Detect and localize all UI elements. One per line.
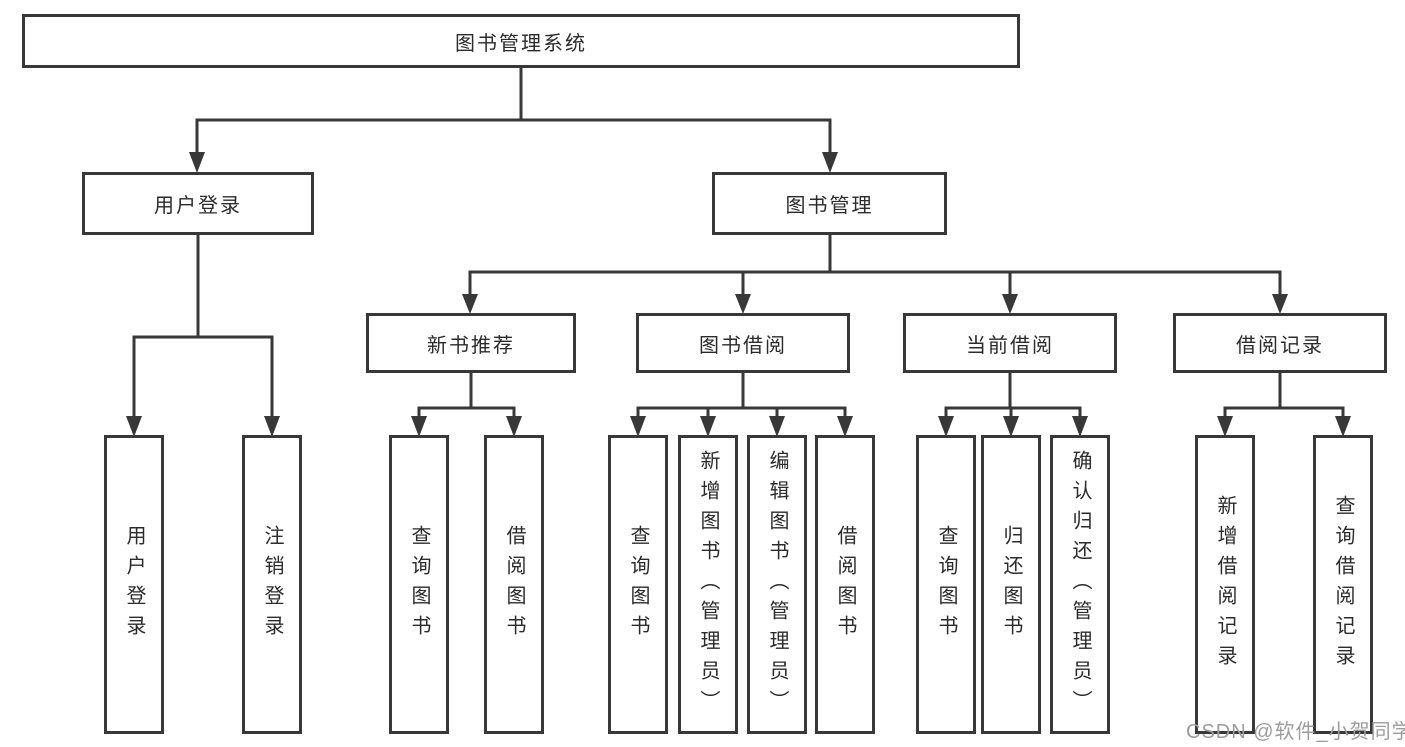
arrow-down-icon: [822, 152, 838, 173]
node-query-borrow-record: 查询借阅记录: [1313, 435, 1373, 734]
node-library-management-system: 图书管理系统: [22, 14, 1020, 68]
node-label: 用户登录: [123, 524, 145, 645]
node-current-borrowing: 当前借阅: [903, 313, 1117, 373]
arrow-down-icon: [938, 416, 954, 437]
arrow-down-icon: [1072, 416, 1088, 437]
arrow-down-icon: [1003, 416, 1019, 437]
node-return-books: 归还图书: [981, 435, 1041, 734]
arrow-down-icon: [462, 294, 478, 314]
arrow-down-icon: [1335, 416, 1351, 437]
node-label: 确认归还（管理员）: [1069, 449, 1091, 720]
node-borrow-books-recommend: 借阅图书: [484, 435, 544, 734]
node-confirm-return-admin: 确认归还（管理员）: [1050, 435, 1110, 734]
node-label: 借阅图书: [834, 524, 856, 645]
arrow-down-icon: [126, 416, 142, 437]
node-label: 编辑图书（管理员）: [766, 449, 788, 720]
node-label: 归还图书: [1000, 524, 1022, 645]
node-logout: 注销登录: [242, 435, 302, 734]
node-edit-book-admin: 编辑图书（管理员）: [747, 435, 807, 734]
arrow-down-icon: [264, 416, 280, 437]
node-add-borrow-record: 新增借阅记录: [1195, 435, 1255, 734]
node-query-books-recommend: 查询图书: [389, 435, 449, 734]
node-add-book-admin: 新增图书（管理员）: [678, 435, 738, 734]
arrow-down-icon: [700, 416, 716, 437]
arrow-down-icon: [506, 416, 522, 437]
arrow-down-icon: [837, 416, 853, 437]
arrow-down-icon: [735, 294, 751, 314]
node-query-books-current: 查询图书: [916, 435, 976, 734]
node-borrow-records: 借阅记录: [1173, 313, 1387, 373]
node-borrow-books-leaf: 借阅图书: [815, 435, 875, 734]
arrow-down-icon: [630, 416, 646, 437]
node-user-login-branch: 用户登录: [82, 172, 314, 235]
arrow-down-icon: [189, 152, 205, 173]
node-label: 查询图书: [408, 524, 430, 645]
arrow-down-icon: [411, 416, 427, 437]
arrow-down-icon: [1272, 294, 1288, 314]
node-book-borrowing: 图书借阅: [636, 313, 850, 373]
node-query-books-borrowing: 查询图书: [608, 435, 668, 734]
node-label: 新增借阅记录: [1214, 494, 1236, 675]
node-label: 注销登录: [261, 524, 283, 645]
node-label: 查询借阅记录: [1332, 494, 1354, 675]
node-label: 借阅图书: [503, 524, 525, 645]
arrow-down-icon: [769, 416, 785, 437]
node-user-login-leaf: 用户登录: [104, 435, 164, 734]
node-label: 查询图书: [627, 524, 649, 645]
node-new-book-recommend: 新书推荐: [366, 313, 576, 373]
csdn-watermark: CSDN @软件_小贺同学: [1186, 721, 1405, 743]
arrow-down-icon: [1217, 416, 1233, 437]
node-label: 查询图书: [935, 524, 957, 645]
node-label: 新增图书（管理员）: [697, 449, 719, 720]
node-book-management: 图书管理: [712, 172, 947, 235]
arrow-down-icon: [1002, 294, 1018, 314]
